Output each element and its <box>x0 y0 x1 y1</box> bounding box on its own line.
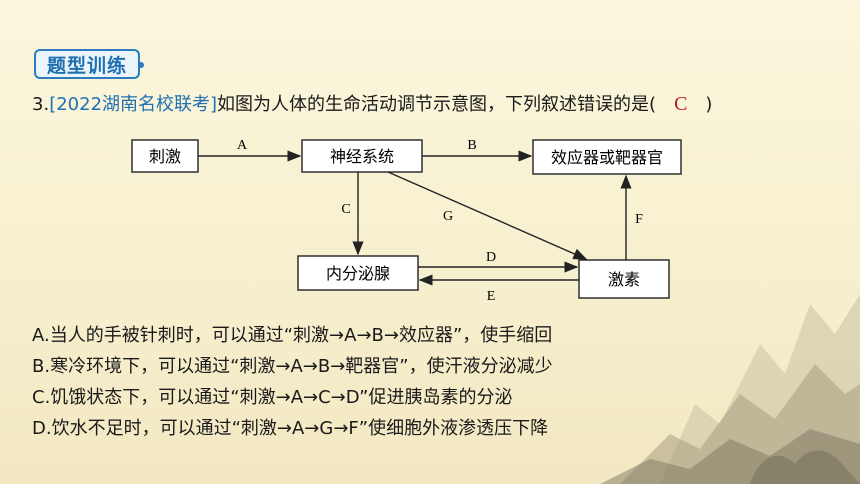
node-stimulus: 刺激 <box>149 147 181 166</box>
section-badge: 题型训练 <box>34 49 144 79</box>
node-effector-box <box>532 139 682 175</box>
node-effector: 效应器或靶器官 <box>551 148 663 167</box>
question-stem: 3.[2022湖南名校联考]如图为人体的生命活动调节示意图，下列叙述错误的是( C… <box>32 90 712 116</box>
edge-label-c: C <box>341 202 350 217</box>
node-stimulus-box <box>131 139 199 173</box>
edge-label-a: A <box>237 138 248 153</box>
regulation-diagram: 刺激 神经系统 效应器或靶器官 内分泌腺 激素 A B C G D E F <box>131 138 682 304</box>
edge-label-e: E <box>487 289 496 304</box>
badge-dot <box>138 62 144 68</box>
node-hormone-box <box>578 259 670 299</box>
edge-label-g: G <box>443 209 453 224</box>
edge-label-d: D <box>486 250 496 265</box>
option-a[interactable]: A.当人的手被针刺时，可以通过“刺激→A→B→效应器”，使手缩回 <box>32 325 553 346</box>
arrow-g <box>387 171 588 260</box>
node-hormone: 激素 <box>608 270 640 289</box>
edge-label-b: B <box>467 138 476 153</box>
option-c[interactable]: C.饥饿状态下，可以通过“刺激→A→C→D”促进胰岛素的分泌 <box>32 387 513 408</box>
node-nervous: 神经系统 <box>330 147 394 166</box>
landscape-decoration <box>600 294 860 484</box>
question-number: 3. <box>32 94 50 115</box>
question-source: [2022湖南名校联考] <box>49 94 218 115</box>
node-gland-box <box>297 255 419 291</box>
edge-label-f: F <box>635 212 643 227</box>
options-list: A.当人的手被针刺时，可以通过“刺激→A→B→效应器”，使手缩回 B.寒冷环境下… <box>32 320 553 444</box>
option-d[interactable]: D.饮水不足时，可以通过“刺激→A→G→F”使细胞外液渗透压下降 <box>32 418 549 439</box>
node-gland: 内分泌腺 <box>326 264 390 283</box>
option-b[interactable]: B.寒冷环境下，可以通过“刺激→A→B→靶器官”，使汗液分泌减少 <box>32 356 553 377</box>
question-text: 如图为人体的生命活动调节示意图，下列叙述错误的是( <box>217 94 657 115</box>
question-close-paren: ) <box>705 94 713 115</box>
section-badge-label: 题型训练 <box>46 54 127 77</box>
question-answer: C <box>674 93 688 115</box>
